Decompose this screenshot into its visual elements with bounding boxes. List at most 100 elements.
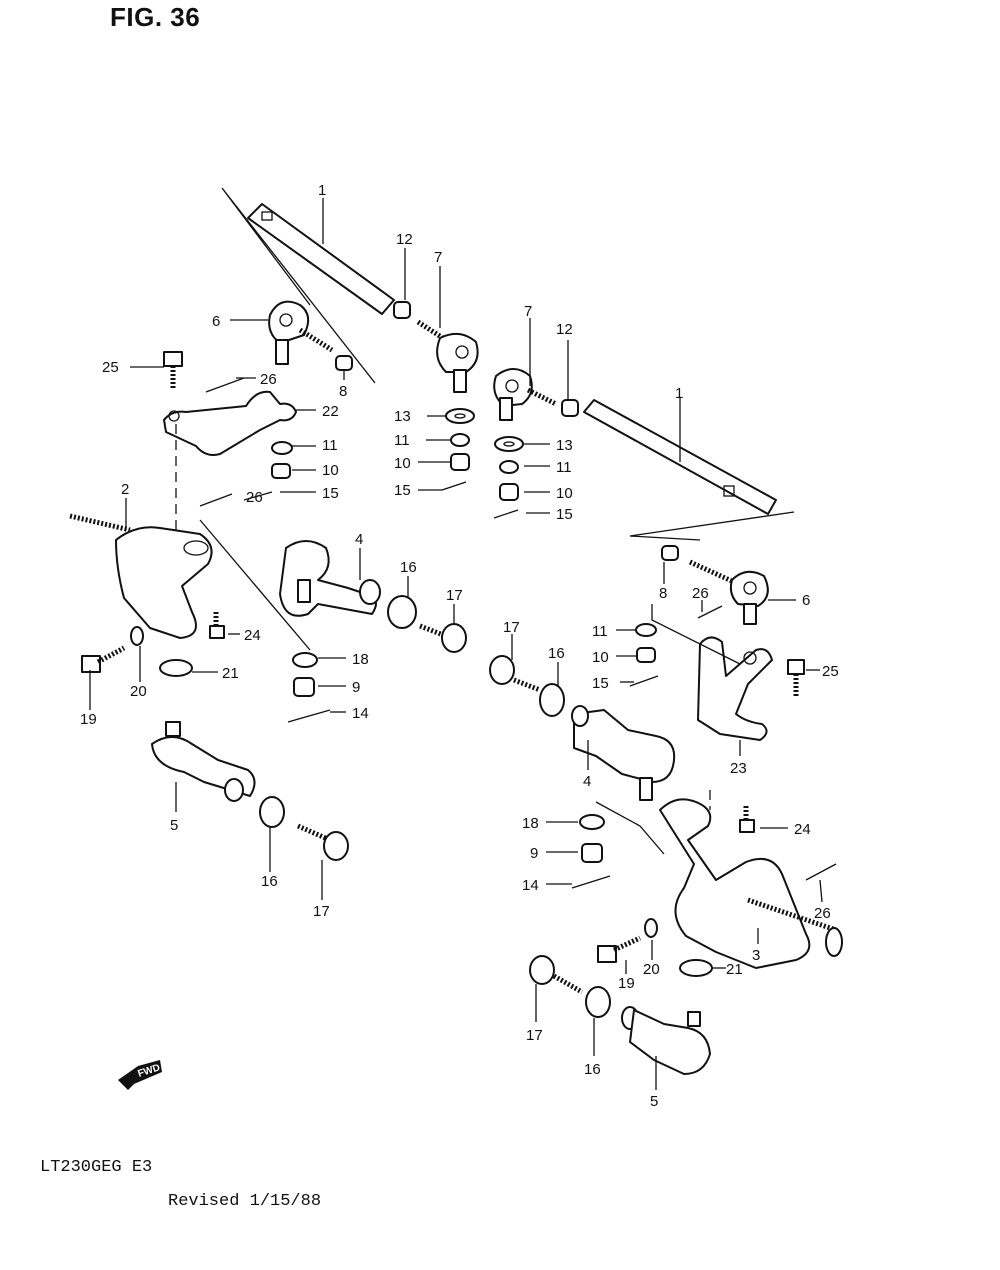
label-15: 15	[394, 482, 411, 499]
washer-11b[interactable]	[499, 460, 519, 474]
label-18: 18	[522, 815, 539, 832]
pin-26-middle[interactable]	[199, 491, 273, 507]
label-26: 26	[814, 905, 831, 922]
lock-nut-right[interactable]	[561, 399, 579, 417]
label-11: 11	[592, 623, 608, 640]
knuckle-2[interactable]	[69, 513, 213, 639]
bolt-24-left[interactable]	[209, 612, 225, 639]
label-16: 16	[261, 873, 278, 890]
label-13: 13	[394, 408, 411, 425]
label-17: 17	[313, 903, 330, 920]
bolt-25-left[interactable]	[163, 351, 183, 390]
nut-8-right[interactable]	[661, 545, 679, 561]
label-11: 11	[556, 459, 572, 476]
tie-rod-end-upper-right[interactable]	[416, 319, 479, 393]
tie-rod-end-5-right[interactable]	[621, 1006, 711, 1075]
pin-14-left[interactable]	[287, 709, 331, 723]
label-10: 10	[322, 462, 339, 479]
bolt-17-right[interactable]	[489, 655, 541, 693]
bushing-16-left[interactable]	[387, 595, 417, 629]
washer-11c[interactable]	[271, 441, 293, 455]
label-21: 21	[726, 961, 743, 978]
label-14: 14	[522, 877, 539, 894]
label-13: 13	[556, 437, 573, 454]
washer-18-left[interactable]	[292, 652, 318, 668]
tie-rod-end-right-inner[interactable]	[493, 368, 558, 421]
pin-15d[interactable]	[629, 675, 659, 687]
knuckle-3[interactable]	[595, 790, 843, 969]
label-7: 7	[434, 249, 442, 266]
nut-9-right[interactable]	[581, 843, 603, 863]
label-15: 15	[592, 675, 609, 692]
forward-arrow-icon: FWD	[118, 1060, 162, 1090]
tie-rod-end-6-right[interactable]	[688, 559, 769, 625]
bolt-17-left-lower[interactable]	[296, 823, 349, 861]
label-7: 7	[524, 303, 532, 320]
nut-10c[interactable]	[271, 463, 291, 479]
model-code: LT230GEG E3	[40, 1158, 153, 1177]
nut-10b[interactable]	[499, 483, 519, 501]
label-14: 14	[352, 705, 369, 722]
part-labels: 1 12 7 6 25 26 8 22 13 11 10 15 7 12 1 1…	[80, 182, 839, 1110]
arm-22[interactable]	[163, 390, 297, 456]
label-5: 5	[170, 817, 178, 834]
washer-21-right[interactable]	[679, 959, 713, 977]
label-26: 26	[692, 585, 709, 602]
bolt-17-left[interactable]	[419, 623, 467, 653]
pin-15b[interactable]	[493, 509, 519, 519]
label-16: 16	[548, 645, 565, 662]
tie-rod-upper[interactable]	[221, 187, 395, 384]
leader-lines	[89, 198, 823, 1090]
tie-rod-end-4-right[interactable]	[571, 705, 676, 801]
nut-9-left[interactable]	[293, 677, 315, 697]
label-17: 17	[446, 587, 463, 604]
dashed-kingpin-left	[175, 424, 311, 651]
bolt-24-right[interactable]	[739, 806, 755, 833]
bolt-25-right[interactable]	[787, 659, 805, 698]
washer-20-left[interactable]	[130, 626, 144, 646]
lock-nut-upper[interactable]	[393, 301, 411, 319]
label-22: 22	[322, 403, 339, 420]
bolt-19-left[interactable]	[81, 645, 126, 673]
nut-10a[interactable]	[450, 453, 470, 471]
washer-13b[interactable]	[494, 436, 524, 452]
label-19: 19	[80, 711, 97, 728]
tie-rod-end-5-left[interactable]	[151, 721, 256, 802]
bolt-19-right[interactable]	[597, 935, 642, 963]
label-23: 23	[730, 760, 747, 777]
label-11: 11	[322, 437, 338, 454]
label-20: 20	[130, 683, 147, 700]
label-25: 25	[822, 663, 839, 680]
label-6: 6	[802, 592, 810, 609]
bushing-16-right[interactable]	[539, 683, 565, 717]
label-19: 19	[618, 975, 635, 992]
bushing-16-left-lower[interactable]	[259, 796, 285, 828]
washer-21-left[interactable]	[159, 659, 193, 677]
pin-26-upper[interactable]	[205, 377, 245, 393]
figure-title: FIG. 36	[110, 2, 201, 32]
washer-18-right[interactable]	[579, 814, 605, 830]
tie-rod-end-upper-left[interactable]	[268, 300, 334, 365]
washer-20-right[interactable]	[644, 918, 658, 938]
nut-10d[interactable]	[636, 647, 656, 663]
pin-14-right[interactable]	[571, 875, 611, 889]
nut-8-upper[interactable]	[335, 355, 353, 371]
pin-26-right-lower[interactable]	[805, 863, 837, 881]
label-15: 15	[556, 506, 573, 523]
label-17: 17	[526, 1027, 543, 1044]
label-18: 18	[352, 651, 369, 668]
tie-rod-end-4-left[interactable]	[279, 540, 381, 617]
label-17: 17	[503, 619, 520, 636]
label-8: 8	[659, 585, 667, 602]
washer-13a[interactable]	[445, 408, 475, 424]
arm-23[interactable]	[651, 604, 773, 741]
washer-11d[interactable]	[635, 623, 657, 637]
pin-15a[interactable]	[441, 481, 467, 491]
pin-26-right-upper[interactable]	[697, 605, 723, 619]
label-16: 16	[400, 559, 417, 576]
label-11: 11	[394, 432, 410, 449]
washer-11a[interactable]	[450, 433, 470, 447]
bushing-16-right-lower[interactable]	[585, 986, 611, 1018]
bolt-17-right-lower[interactable]	[529, 955, 584, 995]
tie-rod-right[interactable]	[583, 399, 795, 541]
